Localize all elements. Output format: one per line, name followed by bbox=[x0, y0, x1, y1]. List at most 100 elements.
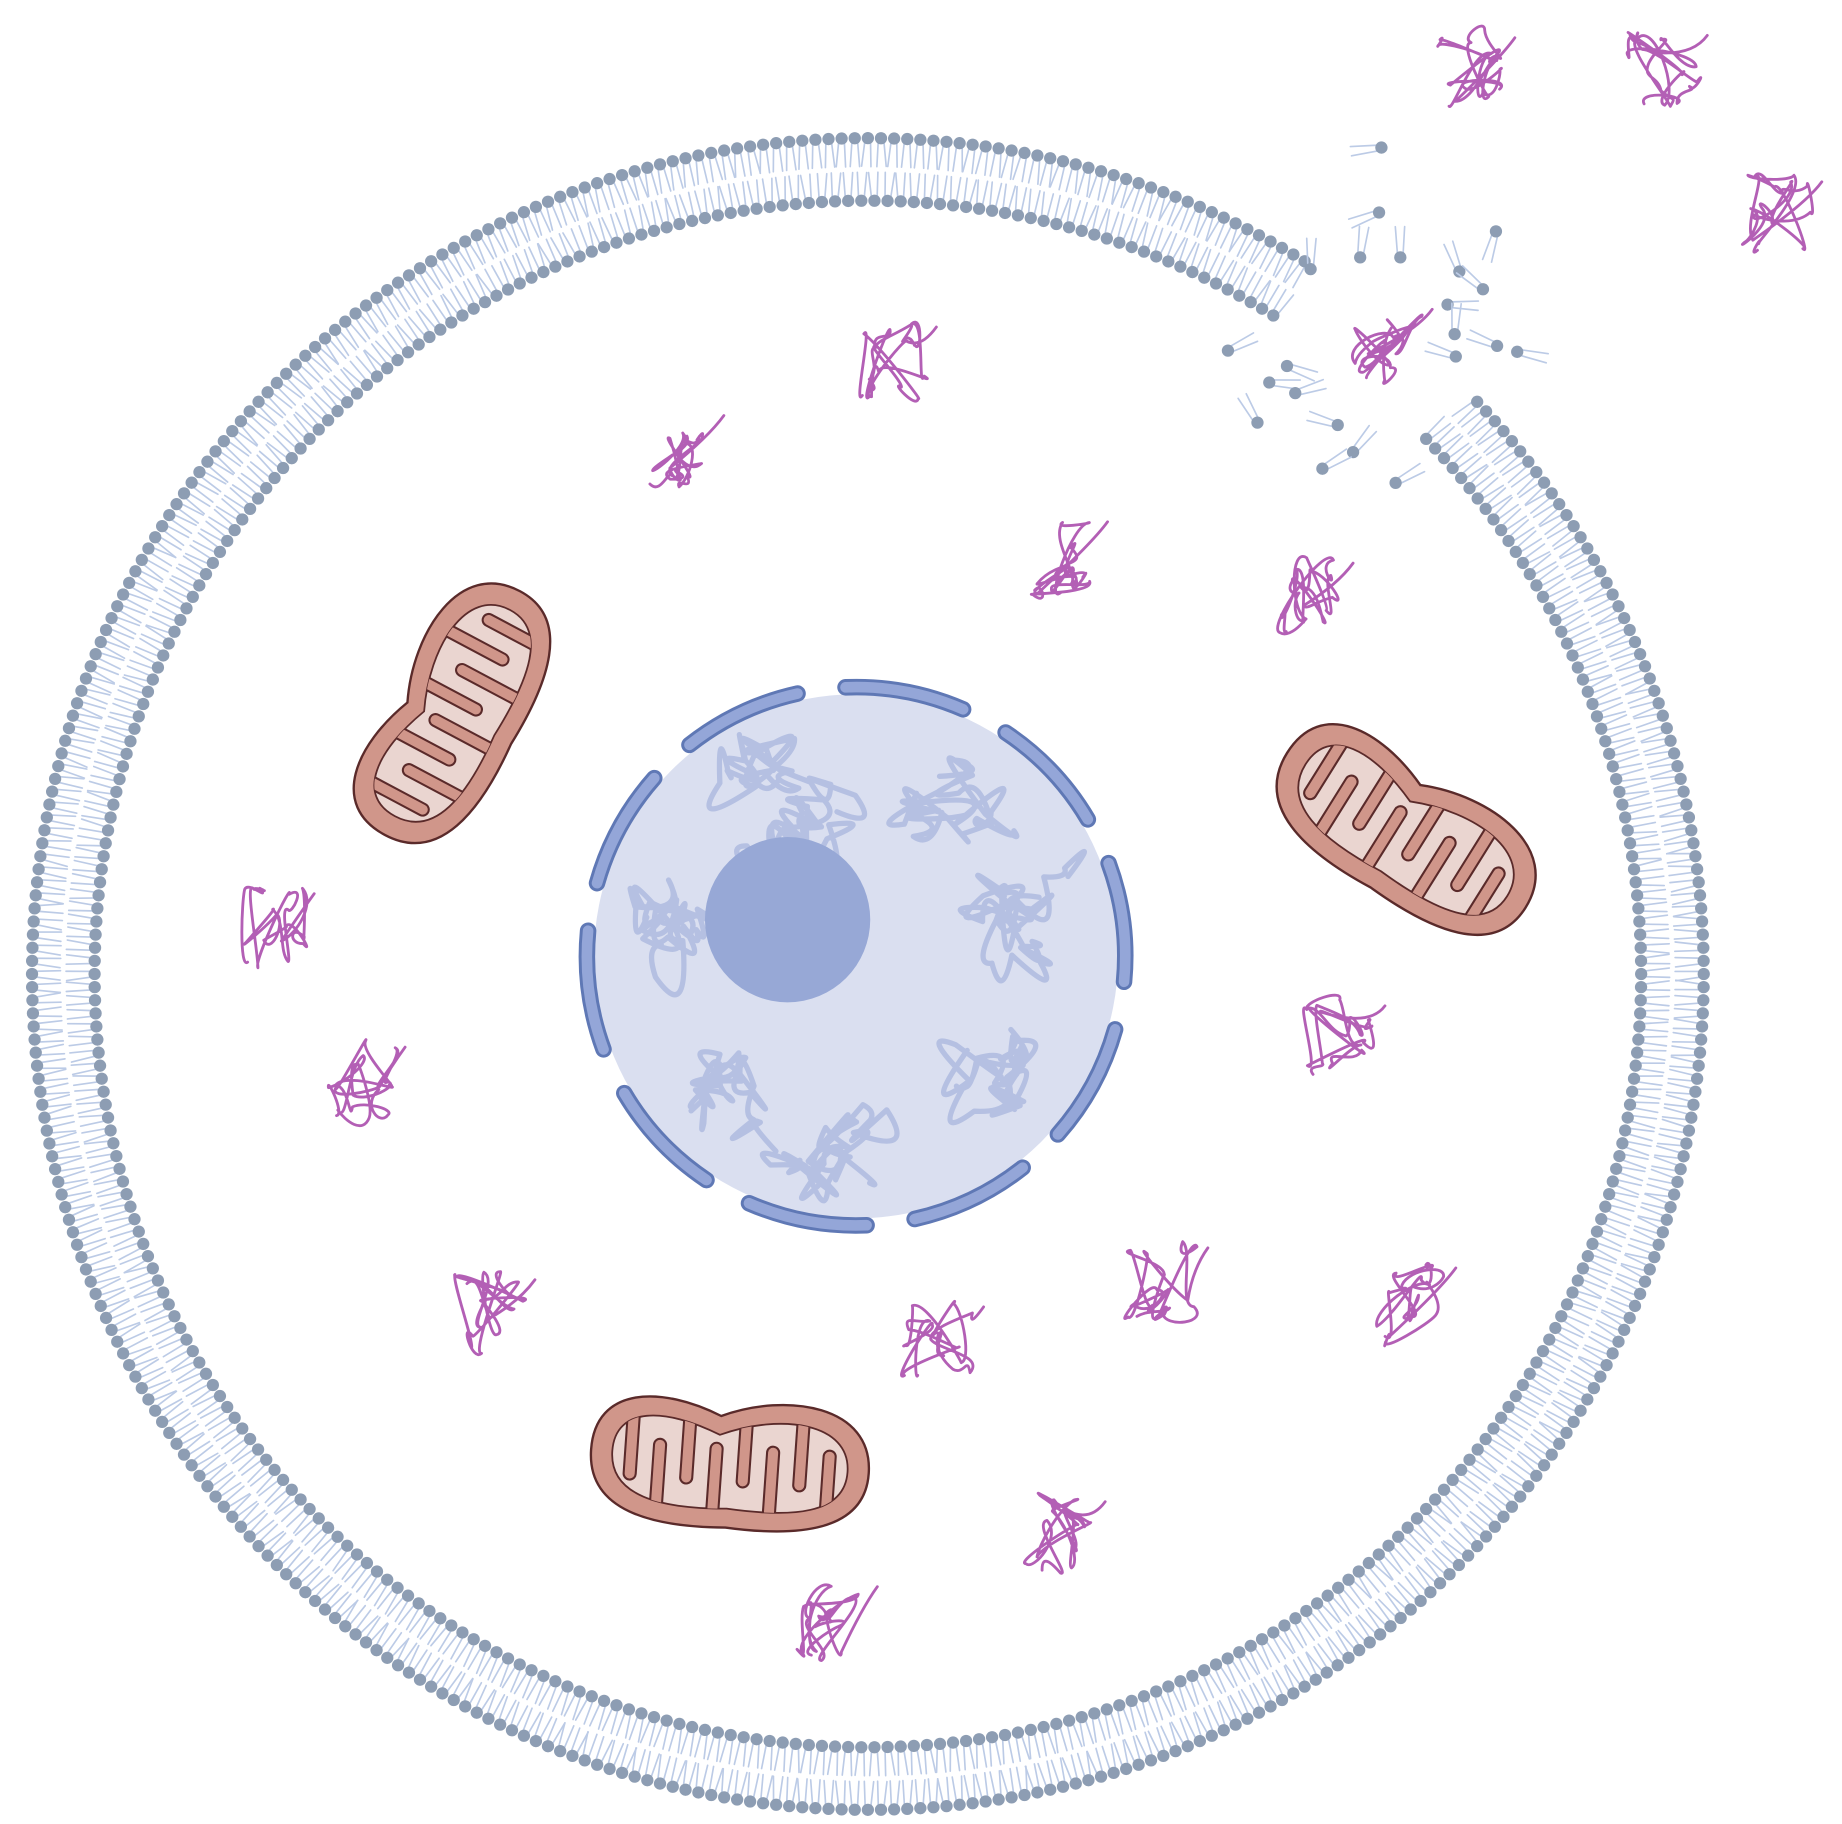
lipid-head bbox=[294, 1493, 307, 1506]
lipid-head bbox=[1536, 1344, 1550, 1358]
phospholipid bbox=[243, 405, 276, 434]
lipid-head bbox=[123, 1358, 136, 1372]
phospholipid bbox=[402, 269, 430, 303]
lipid-head bbox=[1682, 811, 1696, 824]
phospholipid bbox=[1516, 1378, 1551, 1404]
lipid-head bbox=[1490, 339, 1504, 353]
lipid-head bbox=[1342, 1651, 1355, 1664]
phospholipid bbox=[1346, 424, 1378, 459]
lipid-head bbox=[243, 1530, 256, 1543]
phospholipid bbox=[436, 1666, 463, 1700]
phospholipid bbox=[322, 378, 354, 409]
phospholipid bbox=[1644, 747, 1681, 766]
phospholipid bbox=[1595, 714, 1631, 735]
lipid-head bbox=[55, 747, 68, 760]
phospholipid bbox=[1606, 753, 1643, 773]
lipid-head bbox=[251, 492, 265, 505]
phospholipid bbox=[1536, 577, 1571, 603]
phospholipid bbox=[1408, 1566, 1437, 1599]
lipid-head bbox=[276, 1473, 290, 1487]
phospholipid bbox=[974, 140, 992, 177]
lipid-head bbox=[1157, 185, 1170, 199]
lipid-head bbox=[97, 850, 110, 863]
phospholipid bbox=[1509, 1389, 1544, 1415]
lipid-head bbox=[1169, 1744, 1182, 1758]
phospholipid bbox=[1075, 201, 1097, 237]
lipid-head bbox=[94, 1299, 107, 1313]
phospholipid bbox=[938, 135, 953, 172]
phospholipid bbox=[342, 360, 374, 392]
phospholipid bbox=[94, 1289, 130, 1313]
lipid-head bbox=[1455, 471, 1468, 485]
phospholipid bbox=[1578, 576, 1613, 602]
lipid-head bbox=[1648, 1250, 1661, 1264]
crista bbox=[704, 1443, 722, 1519]
phospholipid bbox=[1603, 1187, 1639, 1208]
lipid-head bbox=[328, 323, 342, 337]
lipid-head bbox=[107, 798, 120, 811]
phospholipid bbox=[826, 1740, 842, 1777]
lipid-head bbox=[549, 1675, 562, 1688]
phospholipid bbox=[1455, 265, 1490, 296]
lipid-head bbox=[180, 1333, 193, 1346]
lipid-head bbox=[168, 625, 181, 638]
phospholipid bbox=[286, 1502, 316, 1534]
phospholipid bbox=[1560, 1298, 1596, 1321]
phospholipid bbox=[231, 476, 265, 505]
lipid-head bbox=[1374, 1628, 1387, 1641]
lipid-head bbox=[1264, 235, 1277, 248]
lipid-head bbox=[628, 165, 641, 178]
lipid-head bbox=[193, 465, 206, 479]
lipid-head bbox=[1174, 260, 1187, 273]
lipid-head bbox=[1463, 1453, 1476, 1466]
lipid-head bbox=[1420, 1502, 1433, 1516]
phospholipid bbox=[1479, 1432, 1513, 1460]
lipid-head bbox=[953, 1798, 966, 1811]
phospholipid bbox=[1626, 1085, 1662, 1100]
phospholipid bbox=[84, 791, 120, 811]
phospholipid bbox=[566, 1727, 590, 1763]
lipid-head bbox=[116, 588, 130, 601]
phospholipid bbox=[234, 1502, 266, 1533]
lipid-head bbox=[1632, 902, 1645, 915]
lipid-head bbox=[1537, 1459, 1551, 1472]
phospholipid bbox=[861, 1780, 875, 1816]
lipid-head bbox=[1479, 1432, 1492, 1446]
lipid-head bbox=[38, 824, 51, 837]
phospholipid bbox=[1621, 1111, 1658, 1129]
phospholipid bbox=[1671, 1031, 1708, 1046]
phospholipid bbox=[1113, 1699, 1133, 1735]
lipid-head bbox=[1332, 1581, 1345, 1594]
phospholipid bbox=[62, 722, 99, 741]
phospholipid bbox=[478, 1646, 503, 1681]
cell-membrane bbox=[25, 131, 1710, 1816]
lipid-head bbox=[1671, 759, 1684, 773]
phospholipid bbox=[1037, 191, 1055, 228]
lipid-head bbox=[359, 1636, 373, 1649]
chromatin-strand bbox=[886, 755, 1020, 845]
lipid-head bbox=[673, 1717, 686, 1731]
lipid-head bbox=[123, 576, 136, 589]
phospholipid bbox=[788, 1737, 802, 1774]
lipid-head bbox=[55, 1188, 68, 1201]
lipid-head bbox=[425, 1680, 438, 1693]
lipid-head bbox=[381, 1573, 394, 1586]
phospholipid bbox=[185, 1378, 220, 1405]
lipid-head bbox=[1497, 1510, 1510, 1523]
lipid-head bbox=[848, 1803, 861, 1816]
phospholipid bbox=[97, 740, 133, 760]
lipid-head bbox=[120, 1187, 133, 1201]
phospholipid bbox=[1184, 200, 1206, 236]
phospholipid bbox=[370, 1623, 397, 1657]
phospholipid bbox=[89, 647, 125, 670]
envelope-segment bbox=[618, 1087, 712, 1186]
lipid-head bbox=[1005, 144, 1018, 157]
lipid-head bbox=[517, 1729, 531, 1742]
phospholipid bbox=[99, 623, 135, 648]
lipid-head bbox=[590, 1758, 604, 1771]
phospholipid bbox=[97, 1187, 133, 1207]
lipid-head bbox=[887, 132, 901, 145]
lipid-head bbox=[402, 1666, 416, 1679]
lipid-head bbox=[1198, 1664, 1211, 1677]
lipid-head bbox=[1024, 211, 1037, 225]
